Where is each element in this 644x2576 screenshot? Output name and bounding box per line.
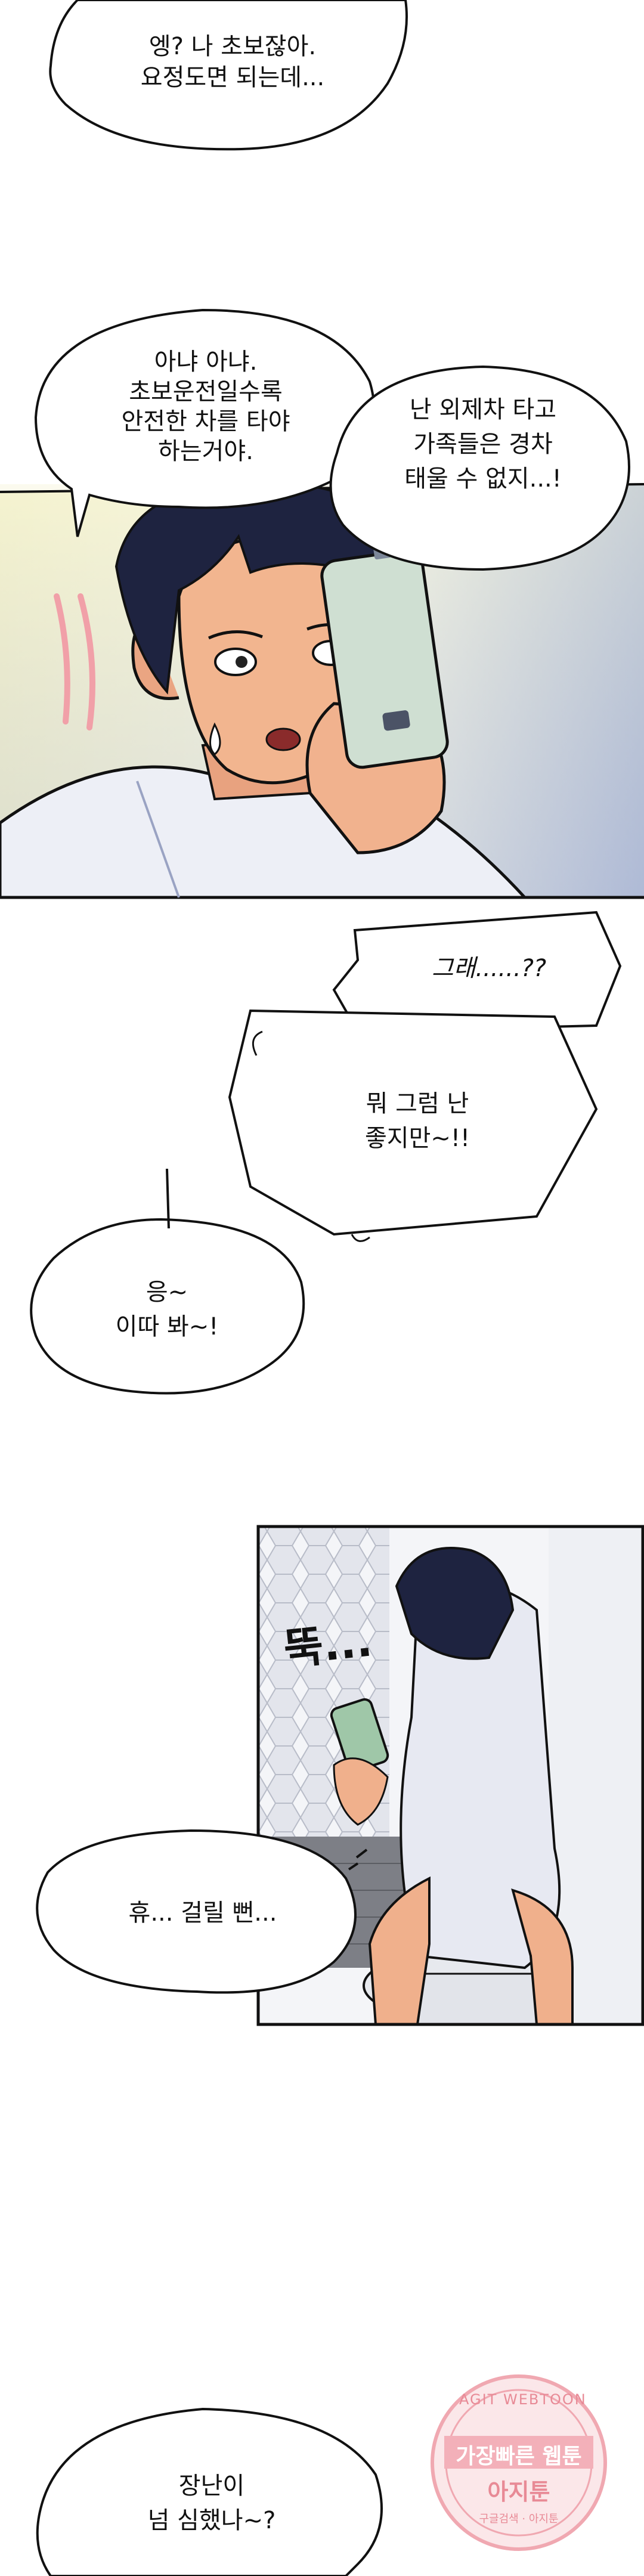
speech-bubble-1 xyxy=(49,0,408,151)
panel-bathroom xyxy=(256,1525,644,2026)
watermark-seal xyxy=(431,2374,607,2551)
motion-marks xyxy=(54,593,95,730)
bubble-7-text: 휴... 걸릴 뻔... xyxy=(128,1899,277,1927)
speech-bubble-8 xyxy=(36,2407,383,2576)
watermark-small: 구글검색 · 아지툰 xyxy=(479,2513,559,2525)
sfx-ttuk: 뚝... xyxy=(281,1615,374,1675)
watermark-arc-text: AGIT WEBTOON xyxy=(459,2391,587,2408)
speech-bubble-2 xyxy=(34,308,376,537)
speech-bubble-7 xyxy=(36,1829,368,1994)
watermark-line1: 가장빠른 웹툰 xyxy=(456,2444,582,2469)
bubble-5-text: 뭐 그럼 난 좋지만~!! xyxy=(365,1090,470,1152)
bubble-6-text: 응~ 이따 봐~! xyxy=(115,1278,219,1340)
bubble-1-text: 엥? 나 초보잖아. 요정도면 되는데... xyxy=(140,33,325,91)
speech-bubble-5 xyxy=(228,1009,598,1242)
bubble-4-text: 그래......?? xyxy=(431,955,547,982)
bubble-3-text: 난 외제차 타고 가족들은 경차 태울 수 없지...! xyxy=(404,396,562,493)
speech-bubble-3 xyxy=(329,365,630,571)
panel-man-phone xyxy=(0,481,644,899)
bubble-2-text: 아냐 아냐. 초보운전일수록 안전한 차를 타야 하는거야. xyxy=(121,348,290,465)
bubble-8-text: 장난이 넘 심했나~? xyxy=(147,2472,276,2534)
speech-bubble-6 xyxy=(30,1168,305,1395)
watermark-line2: 아지툰 xyxy=(487,2479,550,2505)
